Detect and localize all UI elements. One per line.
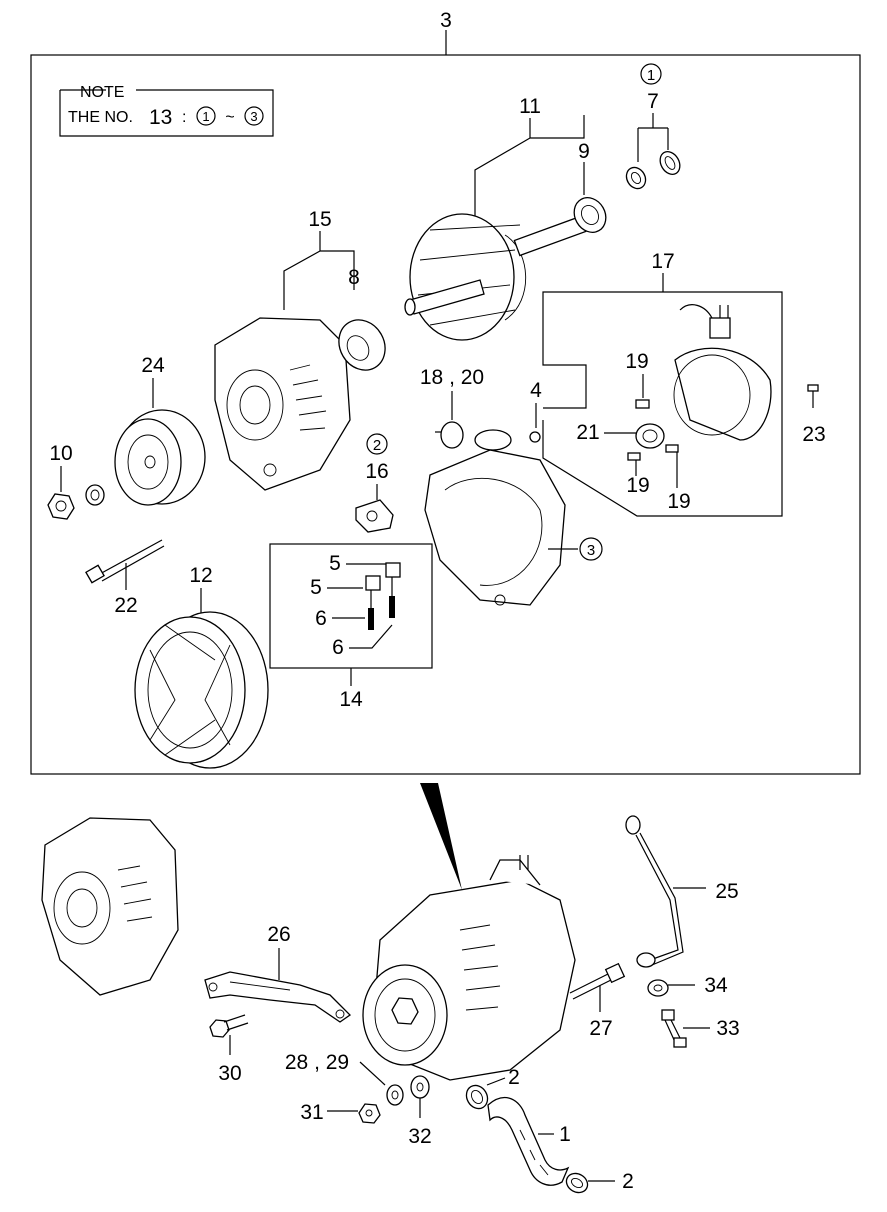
note-box: NOTE THE NO. 13 : 1 ~ 3 bbox=[59, 84, 274, 137]
label-2-b: 2 bbox=[622, 1170, 634, 1193]
clamp-2-lower bbox=[565, 1172, 589, 1194]
label-7: 7 bbox=[647, 90, 659, 113]
label-4: 4 bbox=[530, 379, 542, 402]
vacuum-pipe-25 bbox=[625, 815, 684, 968]
label-34: 34 bbox=[704, 974, 728, 997]
note-heading: NOTE bbox=[80, 84, 124, 101]
nut-4 bbox=[529, 431, 541, 443]
note-circle-start bbox=[196, 106, 216, 126]
note-range-sep: ~ bbox=[225, 109, 234, 126]
label-15: 15 bbox=[308, 208, 331, 231]
label-12: 12 bbox=[189, 564, 212, 587]
bolt-33 bbox=[661, 1009, 687, 1048]
label-16: 16 bbox=[365, 460, 388, 483]
label-14: 14 bbox=[339, 688, 363, 711]
label-27: 27 bbox=[589, 1017, 612, 1040]
label-2-a: 2 bbox=[508, 1066, 520, 1089]
leader-28-29 bbox=[359, 1061, 386, 1086]
label-3: 3 bbox=[440, 9, 452, 32]
label-19-c: 19 bbox=[667, 490, 690, 513]
label-11: 11 bbox=[519, 95, 541, 118]
label-17: 17 bbox=[651, 250, 674, 273]
nut-10 bbox=[47, 493, 75, 520]
label-30: 30 bbox=[218, 1062, 241, 1085]
vane-19-b bbox=[627, 452, 641, 461]
pulley-24 bbox=[114, 409, 206, 506]
label-5-b: 5 bbox=[310, 576, 322, 599]
rotor-21 bbox=[635, 423, 665, 449]
note-circle-end bbox=[244, 106, 264, 126]
callout-circle-3 bbox=[579, 537, 603, 561]
label-8: 8 bbox=[348, 266, 360, 289]
bolt-30 bbox=[209, 1014, 249, 1038]
bolt-27 bbox=[569, 962, 626, 1000]
nut-31 bbox=[358, 1103, 381, 1124]
alternator-assembly bbox=[362, 855, 576, 1081]
spring-6 bbox=[368, 577, 395, 630]
terminal-18-20 bbox=[435, 421, 464, 449]
adjusting-bracket-26 bbox=[204, 971, 352, 1023]
washer-34 bbox=[647, 979, 669, 997]
rear-bracket-3 bbox=[424, 429, 566, 606]
label-19-b: 19 bbox=[626, 474, 649, 497]
bearing-8 bbox=[338, 319, 386, 371]
brush-5 bbox=[365, 562, 401, 591]
label-24: 24 bbox=[141, 354, 165, 377]
clamp-2-upper bbox=[465, 1084, 489, 1110]
assembly-arrow bbox=[420, 783, 462, 890]
label-26: 26 bbox=[267, 923, 290, 946]
note-range-end: 3 bbox=[250, 109, 257, 124]
leader-2-a bbox=[486, 1077, 506, 1086]
vane-19-a bbox=[635, 399, 650, 409]
callout-circle-1 bbox=[640, 63, 662, 85]
bearing-9 bbox=[573, 197, 607, 233]
vacuum-hose-1 bbox=[487, 1096, 570, 1186]
leader-7 bbox=[637, 113, 669, 162]
vacuum-pump-17 bbox=[673, 304, 772, 441]
washer-7 bbox=[625, 151, 681, 190]
label-19-a: 19 bbox=[625, 350, 648, 373]
washer-32 bbox=[410, 1075, 430, 1099]
note-part-number: 13 bbox=[149, 106, 172, 129]
label-1: 1 bbox=[559, 1123, 571, 1146]
through-bolt-22 bbox=[85, 539, 165, 584]
label-circle-1: 1 bbox=[647, 67, 655, 84]
note-text-prefix: THE NO. bbox=[68, 109, 133, 126]
leader-11 bbox=[474, 115, 585, 220]
label-circle-3: 3 bbox=[587, 542, 595, 559]
label-32: 32 bbox=[408, 1125, 431, 1148]
label-circle-2: 2 bbox=[373, 437, 381, 454]
label-22: 22 bbox=[114, 594, 137, 617]
front-bracket-15 bbox=[214, 317, 351, 491]
note-range-start: 1 bbox=[202, 109, 209, 124]
vacuum-pump-group-box bbox=[542, 273, 783, 517]
label-10: 10 bbox=[49, 442, 72, 465]
label-31: 31 bbox=[300, 1101, 323, 1124]
leader-6-b bbox=[349, 624, 393, 649]
label-6-a: 6 bbox=[315, 607, 327, 630]
label-33: 33 bbox=[716, 1017, 739, 1040]
label-18-20: 18 , 20 bbox=[420, 366, 484, 389]
brush-group-box bbox=[269, 543, 433, 669]
label-28-29: 28 , 29 bbox=[285, 1051, 349, 1074]
label-9: 9 bbox=[578, 140, 590, 163]
washer-28-29 bbox=[386, 1084, 404, 1106]
stator-12 bbox=[134, 611, 269, 769]
label-6-b: 6 bbox=[332, 636, 344, 659]
note-colon: : bbox=[182, 109, 186, 126]
front-bracket-view bbox=[41, 817, 179, 996]
bolt-23 bbox=[807, 384, 819, 408]
leader-15 bbox=[283, 231, 355, 310]
vane-19-c bbox=[665, 444, 679, 453]
washer-10 bbox=[85, 484, 105, 506]
label-25: 25 bbox=[715, 880, 738, 903]
label-5-a: 5 bbox=[329, 552, 341, 575]
label-21: 21 bbox=[576, 421, 599, 444]
label-23: 23 bbox=[802, 423, 825, 446]
brush-holder-16 bbox=[355, 499, 394, 533]
rotor-11 bbox=[404, 213, 587, 341]
callout-circle-2 bbox=[366, 433, 388, 455]
